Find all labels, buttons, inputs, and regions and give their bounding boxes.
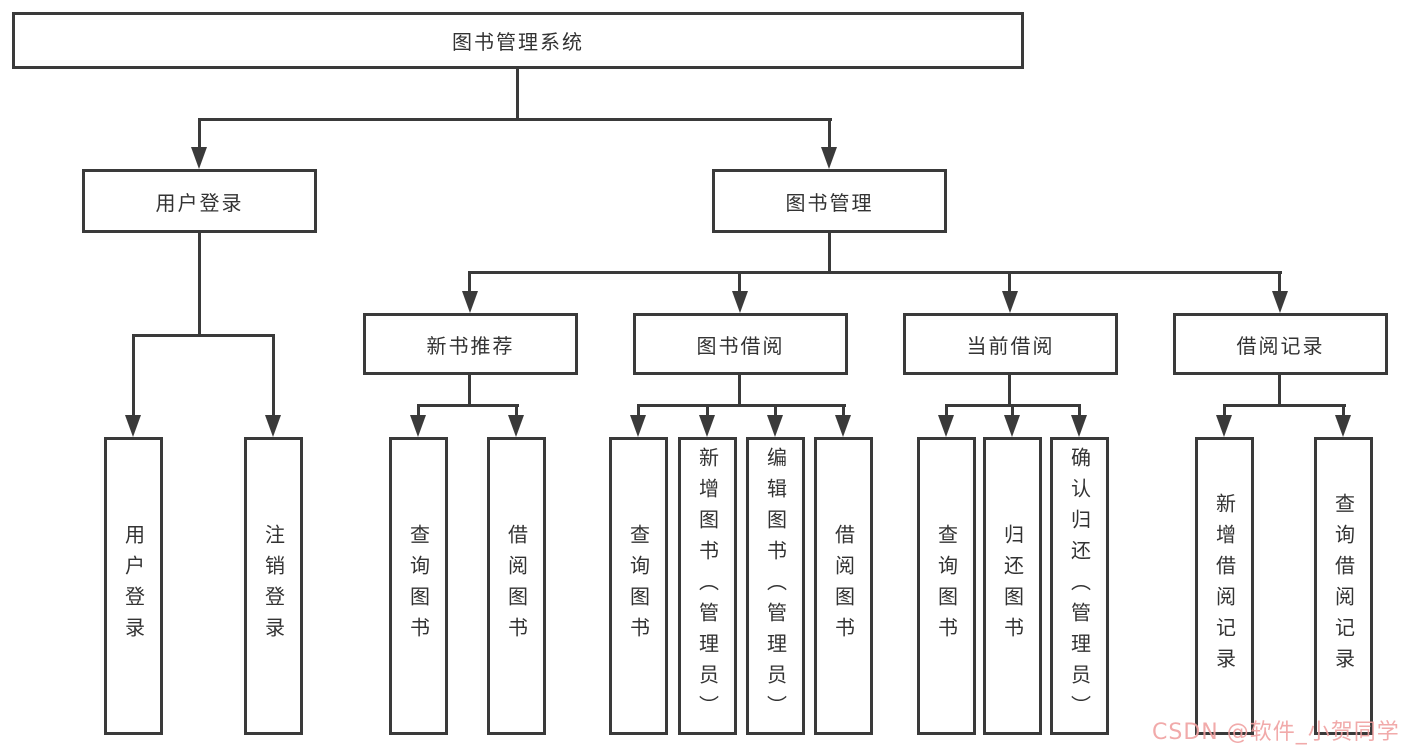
connector-line	[468, 271, 471, 293]
leaf-add-borrow-record-label: 新增借阅记录	[1212, 493, 1237, 679]
leaf-add-books-admin: 新增图书（管理员）	[678, 437, 737, 735]
arrowhead-down-icon	[1071, 415, 1087, 437]
node-book-borrow: 图书借阅	[633, 313, 848, 375]
connector-line	[842, 404, 845, 418]
connector-line	[417, 404, 420, 418]
arrowhead-down-icon	[938, 415, 954, 437]
leaf-recommend-borrow-books-label: 借阅图书	[504, 524, 529, 648]
node-book-management: 图书管理	[712, 169, 947, 233]
connector-line	[272, 334, 275, 417]
leaf-return-books-label: 归还图书	[1000, 524, 1025, 648]
leaf-recommend-query-books-label: 查询图书	[406, 524, 431, 648]
leaf-logout: 注销登录	[244, 437, 303, 735]
leaf-borrow-books-label: 借阅图书	[831, 524, 856, 648]
connector-line	[132, 334, 275, 337]
arrowhead-down-icon	[125, 415, 141, 437]
arrowhead-down-icon	[462, 291, 478, 313]
arrowhead-down-icon	[1002, 291, 1018, 313]
leaf-user-login-label: 用户登录	[121, 524, 146, 648]
arrowhead-down-icon	[630, 415, 646, 437]
node-user-login-label: 用户登录	[155, 190, 244, 215]
connector-line	[515, 404, 518, 418]
arrowhead-down-icon	[821, 147, 837, 169]
leaf-borrow-query-books-label: 查询图书	[626, 524, 651, 648]
leaf-confirm-return-admin-label: 确认归还（管理员）	[1067, 446, 1092, 726]
arrowhead-down-icon	[767, 415, 783, 437]
connector-line	[945, 404, 948, 418]
node-current-borrow: 当前借阅	[903, 313, 1118, 375]
leaf-query-borrow-record-label: 查询借阅记录	[1331, 493, 1356, 679]
arrowhead-down-icon	[699, 415, 715, 437]
connector-line	[738, 271, 741, 293]
node-borrow-records: 借阅记录	[1173, 313, 1388, 375]
arrowhead-down-icon	[1216, 415, 1232, 437]
connector-line	[1223, 404, 1346, 407]
connector-line	[828, 118, 831, 150]
connector-line	[706, 404, 709, 418]
arrowhead-down-icon	[1004, 415, 1020, 437]
leaf-user-login: 用户登录	[104, 437, 163, 735]
csdn-watermark: CSDN @软件_小贺同学	[1152, 720, 1400, 745]
leaf-edit-books-admin: 编辑图书（管理员）	[746, 437, 805, 735]
arrowhead-down-icon	[1272, 291, 1288, 313]
connector-line	[198, 118, 201, 150]
leaf-query-borrow-record: 查询借阅记录	[1314, 437, 1373, 735]
connector-line	[1078, 404, 1081, 418]
leaf-borrow-books: 借阅图书	[814, 437, 873, 735]
leaf-edit-books-admin-label: 编辑图书（管理员）	[763, 446, 788, 726]
leaf-recommend-borrow-books: 借阅图书	[487, 437, 546, 735]
connector-line	[516, 69, 519, 120]
leaf-add-borrow-record: 新增借阅记录	[1195, 437, 1254, 735]
connector-line	[637, 404, 846, 407]
arrowhead-down-icon	[508, 415, 524, 437]
connector-line	[1223, 404, 1226, 418]
arrowhead-down-icon	[410, 415, 426, 437]
node-book-borrow-label: 图书借阅	[696, 333, 785, 358]
leaf-recommend-query-books: 查询图书	[389, 437, 448, 735]
connector-line	[1278, 271, 1281, 293]
arrowhead-down-icon	[191, 147, 207, 169]
node-root-label: 图书管理系统	[452, 30, 584, 54]
node-new-book-recommend-label: 新书推荐	[426, 333, 515, 358]
arrowhead-down-icon	[265, 415, 281, 437]
connector-line	[828, 233, 831, 274]
connector-line	[198, 233, 201, 336]
connector-line	[468, 375, 471, 407]
connector-line	[1008, 375, 1011, 407]
leaf-confirm-return-admin: 确认归还（管理员）	[1050, 437, 1109, 735]
connector-line	[132, 334, 135, 417]
node-user-login: 用户登录	[82, 169, 317, 233]
connector-line	[469, 271, 1282, 274]
arrowhead-down-icon	[1335, 415, 1351, 437]
leaf-current-query-books: 查询图书	[917, 437, 976, 735]
connector-line	[738, 375, 741, 407]
leaf-return-books: 归还图书	[983, 437, 1042, 735]
node-borrow-records-label: 借阅记录	[1236, 333, 1325, 358]
node-new-book-recommend: 新书推荐	[363, 313, 578, 375]
connector-line	[637, 404, 640, 418]
leaf-add-books-admin-label: 新增图书（管理员）	[695, 446, 720, 726]
connector-line	[774, 404, 777, 418]
arrowhead-down-icon	[732, 291, 748, 313]
arrowhead-down-icon	[835, 415, 851, 437]
connector-line	[198, 118, 832, 121]
node-book-management-label: 图书管理	[785, 190, 874, 215]
connector-line	[1278, 375, 1281, 407]
node-root: 图书管理系统	[12, 12, 1024, 69]
leaf-logout-label: 注销登录	[261, 524, 286, 648]
connector-line	[417, 404, 519, 407]
connector-line	[1342, 404, 1345, 418]
leaf-current-query-books-label: 查询图书	[934, 524, 959, 648]
leaf-borrow-query-books: 查询图书	[609, 437, 668, 735]
connector-line	[1008, 271, 1011, 293]
node-current-borrow-label: 当前借阅	[966, 333, 1055, 358]
connector-line	[1011, 404, 1014, 418]
